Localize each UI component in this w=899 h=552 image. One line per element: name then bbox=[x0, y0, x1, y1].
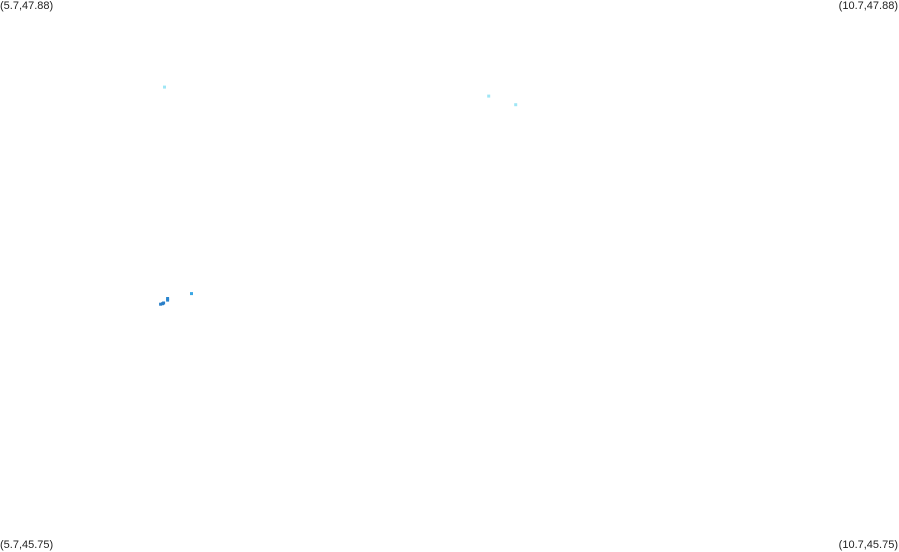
map-point bbox=[166, 297, 170, 300]
map-point bbox=[514, 103, 518, 107]
map-point bbox=[161, 302, 164, 306]
map-point bbox=[163, 85, 166, 89]
map-point bbox=[190, 292, 193, 296]
corner-label-bottom-right: (10.7,45.75) bbox=[838, 539, 898, 551]
map-point bbox=[487, 94, 491, 98]
corner-label-bottom-left: (5.7,45.75) bbox=[0, 539, 54, 551]
corner-label-top-left: (5.7,47.88) bbox=[0, 0, 54, 12]
map-point bbox=[166, 298, 170, 302]
corner-label-top-right: (10.7,47.88) bbox=[838, 0, 898, 12]
map-point bbox=[159, 302, 163, 306]
